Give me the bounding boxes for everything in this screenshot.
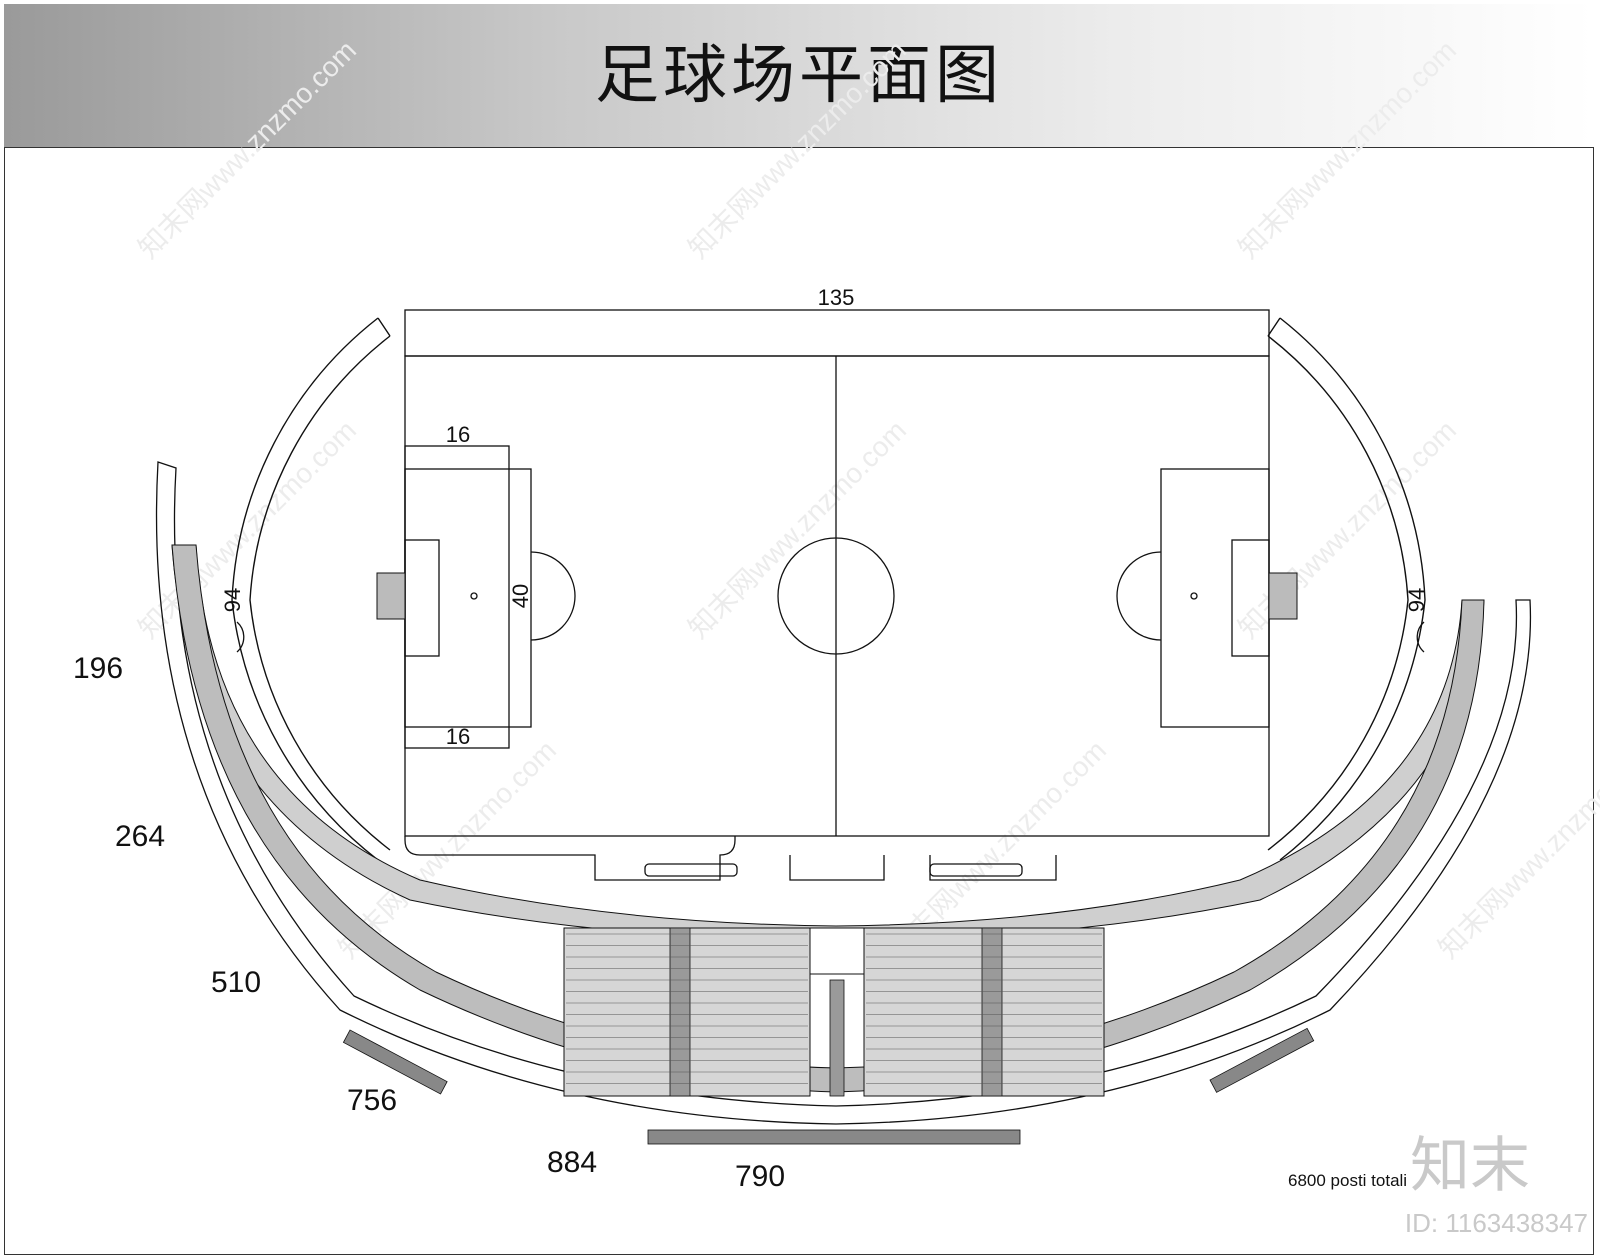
repeat-watermark: 知末网www.znzmo.com xyxy=(1432,734,1600,964)
id-watermark: ID: 1163438347 xyxy=(1405,1208,1588,1238)
sector-884-label: 884 xyxy=(547,1146,597,1179)
dimension-labels: 135 16 16 40 94 94 xyxy=(220,285,1429,749)
corner-watermark: 知末 ID: 1163438347 xyxy=(1405,1131,1588,1238)
length-label: 135 xyxy=(818,285,855,310)
repeat-watermark: 知末网www.znzmo.com xyxy=(132,414,362,644)
repeat-watermark: 知末网www.znzmo.com xyxy=(682,414,912,644)
left-radius-label: 94 xyxy=(220,588,245,612)
sector-labels: 196 264 510 756 884 790 6800 posti total… xyxy=(73,652,1407,1193)
seat-rows xyxy=(566,933,1102,1084)
lower-bowl-stands xyxy=(155,461,1532,1145)
right-radius-label: 94 xyxy=(1404,588,1429,612)
right-goal-net xyxy=(1268,572,1298,620)
repeat-watermark: 知末网www.znzmo.com xyxy=(132,34,362,264)
football-pitch xyxy=(236,309,1425,881)
sector-790-label: 790 xyxy=(735,1160,785,1193)
penalty-bottom-label: 16 xyxy=(446,724,470,749)
total-capacity-note: 6800 posti totali xyxy=(1288,1171,1407,1190)
watermark-layer: 知末网www.znzmo.com 知末网www.znzmo.com 知末网www.z… xyxy=(132,34,1600,964)
penalty-top-label: 16 xyxy=(446,422,470,447)
upper-stand-outline xyxy=(231,317,1426,861)
left-goal-net xyxy=(376,572,406,620)
sector-510-label: 510 xyxy=(211,966,261,999)
sector-756-label: 756 xyxy=(347,1084,397,1117)
repeat-watermark: 知末网www.znzmo.com xyxy=(682,34,912,264)
page-title: 足球场平面图 xyxy=(595,39,1003,113)
sector-196-label: 196 xyxy=(73,652,123,685)
repeat-watermark: 知末网www.znzmo.com xyxy=(1232,34,1462,264)
sector-264-label: 264 xyxy=(115,820,165,853)
brand-watermark: 知末 xyxy=(1410,1131,1530,1201)
width-label: 40 xyxy=(508,584,533,608)
title-bar: 足球场平面图 xyxy=(4,4,1594,148)
